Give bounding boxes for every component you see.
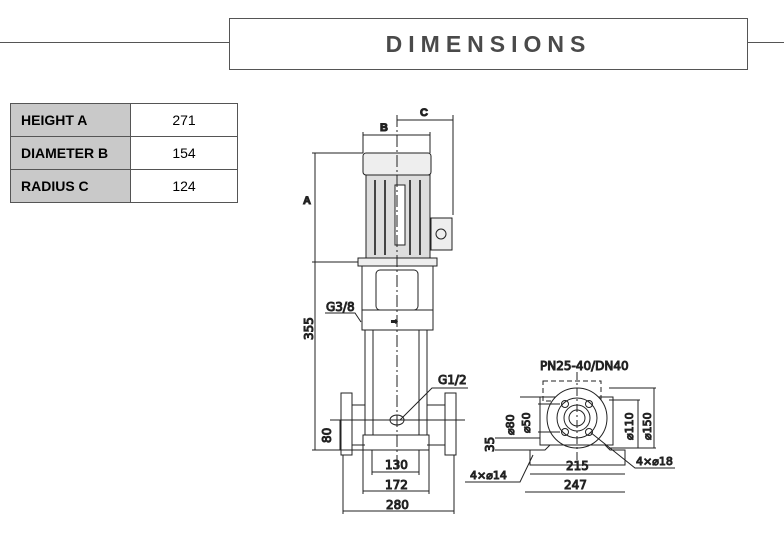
holes-14: 4×⌀14 — [470, 469, 507, 482]
dim-355: 355 — [302, 317, 316, 340]
dim-a-label: A — [303, 195, 311, 207]
svg-text:⇒: ⇒ — [391, 317, 398, 326]
row-label: DIAMETER B — [10, 136, 131, 170]
pump-side-view — [529, 372, 626, 470]
dim-172: 172 — [385, 478, 408, 492]
dim-c-label: C — [420, 107, 428, 119]
dim-280: 280 — [386, 498, 409, 512]
dim-247: 247 — [564, 478, 587, 492]
side-dimensions: PN25-40/DN40 ⌀80 ⌀50 ⌀110 ⌀150 35 215 24… — [465, 359, 675, 493]
flange-spec: PN25-40/DN40 — [540, 359, 629, 373]
port-g38: G3/8 — [326, 300, 355, 314]
row-value: 124 — [130, 169, 238, 203]
holes-18: 4×⌀18 — [636, 455, 673, 468]
dim-35: 35 — [483, 437, 497, 452]
title-box: DIMENSIONS — [229, 18, 748, 70]
dim-215: 215 — [566, 459, 589, 473]
page-title: DIMENSIONS — [385, 30, 592, 57]
dim-d110: ⌀110 — [623, 412, 636, 440]
dim-80: 80 — [320, 428, 334, 443]
pump-front-view: ⇒ — [330, 115, 465, 470]
dim-d50: ⌀50 — [520, 412, 533, 433]
dim-d150: ⌀150 — [641, 412, 654, 440]
port-g12: G1/2 — [438, 373, 467, 387]
dim-b-label: B — [380, 122, 388, 134]
dim-d80: ⌀80 — [504, 414, 517, 435]
row-label: RADIUS C — [10, 169, 131, 203]
dim-130: 130 — [385, 458, 408, 472]
front-dimensions: C B A 355 80 G3/8 G1/2 130 172 280 — [302, 107, 468, 514]
